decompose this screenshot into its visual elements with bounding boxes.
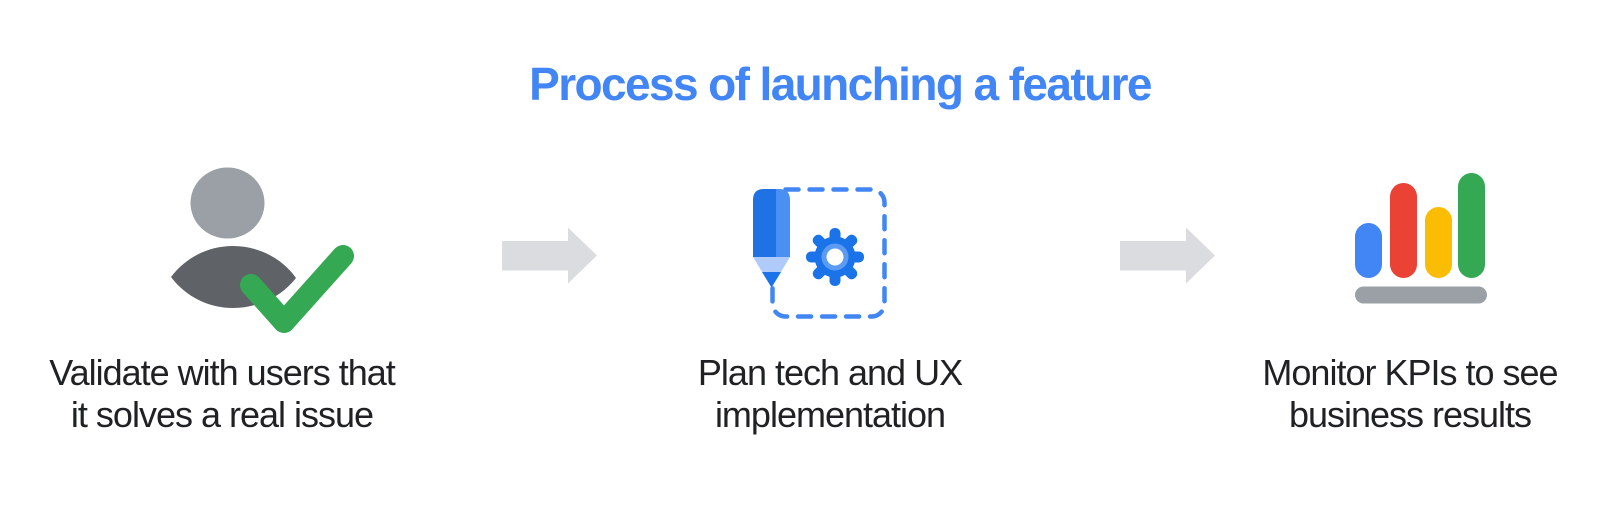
checkmark-icon: [240, 245, 354, 333]
step-label-line: Monitor KPIs to see: [1262, 352, 1558, 393]
chart-base: [1355, 286, 1487, 304]
step-label-line: it solves a real issue: [70, 394, 374, 435]
gear-icon: [806, 228, 864, 286]
person-head: [190, 167, 265, 239]
page-title: Process of launching a feature: [529, 58, 1152, 110]
step-label-line: Plan tech and UX: [697, 352, 963, 393]
step-label-monitor: Monitor KPIs to see business results: [1190, 352, 1600, 436]
step-label-line: implementation: [714, 394, 946, 435]
bar-red: [1390, 183, 1417, 278]
pencil-and-gear-icon: [753, 187, 887, 319]
step-label-plan: Plan tech and UX implementation: [610, 352, 1050, 436]
step-label-validate: Validate with users that it solves a rea…: [2, 352, 442, 436]
bar-chart-icon: [1355, 173, 1487, 304]
arrow-right-icon: [502, 227, 597, 284]
bar-green: [1458, 173, 1485, 278]
step-label-line: Validate with users that: [49, 352, 396, 393]
bar-blue: [1355, 223, 1382, 278]
bar-yellow: [1425, 207, 1452, 278]
step-label-line: business results: [1288, 394, 1532, 435]
arrow-right-icon: [1120, 227, 1215, 284]
person-with-checkmark-icon: [171, 167, 354, 333]
pencil-icon: [753, 189, 790, 288]
